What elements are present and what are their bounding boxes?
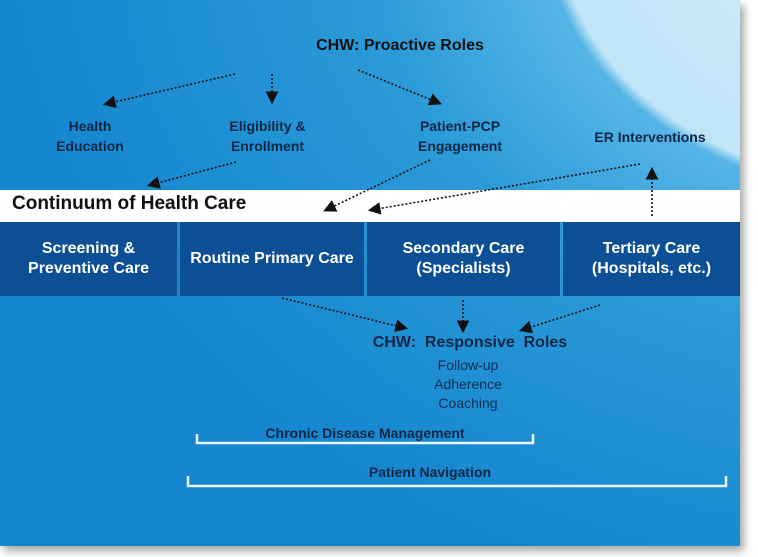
er-interventions: ER Interventions [594, 129, 706, 145]
stage-screening: Screening & Preventive Care [0, 222, 177, 296]
continuum-title: Continuum of Health Care [12, 193, 247, 214]
chronic-bracket [195, 434, 535, 445]
diagram-panel: CHW: Proactive Roles Health Education El… [0, 0, 740, 546]
chronic-disease-label: Chronic Disease Management [265, 425, 465, 441]
responsive-item: Follow-up [437, 357, 499, 373]
eligibility-enrollment: Eligibility & Enrollment [229, 118, 306, 154]
arrow [102, 73, 236, 109]
stage-primary: Routine Primary Care [180, 222, 364, 296]
responsive-item: Adherence [434, 376, 502, 392]
patient-pcp-engagement: Patient-PCP Engagement [417, 118, 502, 154]
proactive-roles-title: CHW: Proactive Roles [316, 37, 484, 54]
health-education: Health Education [56, 118, 124, 154]
stage-tertiary: Tertiary Care (Hospitals, etc.) [563, 222, 740, 296]
responsive-item: Coaching [438, 395, 498, 411]
stage-secondary: Secondary Care (Specialists) [367, 222, 560, 296]
arrows-layer [102, 69, 728, 488]
patient-navigation-label: Patient Navigation [368, 464, 492, 480]
arrow [367, 163, 641, 215]
arrow [281, 297, 409, 332]
arrow [146, 161, 237, 189]
arrow [518, 304, 601, 334]
navigation-bracket [186, 476, 728, 488]
arrow [323, 159, 431, 212]
arrow [357, 69, 442, 106]
responsive-roles-title: CHW: Responsive Roles [372, 334, 568, 351]
